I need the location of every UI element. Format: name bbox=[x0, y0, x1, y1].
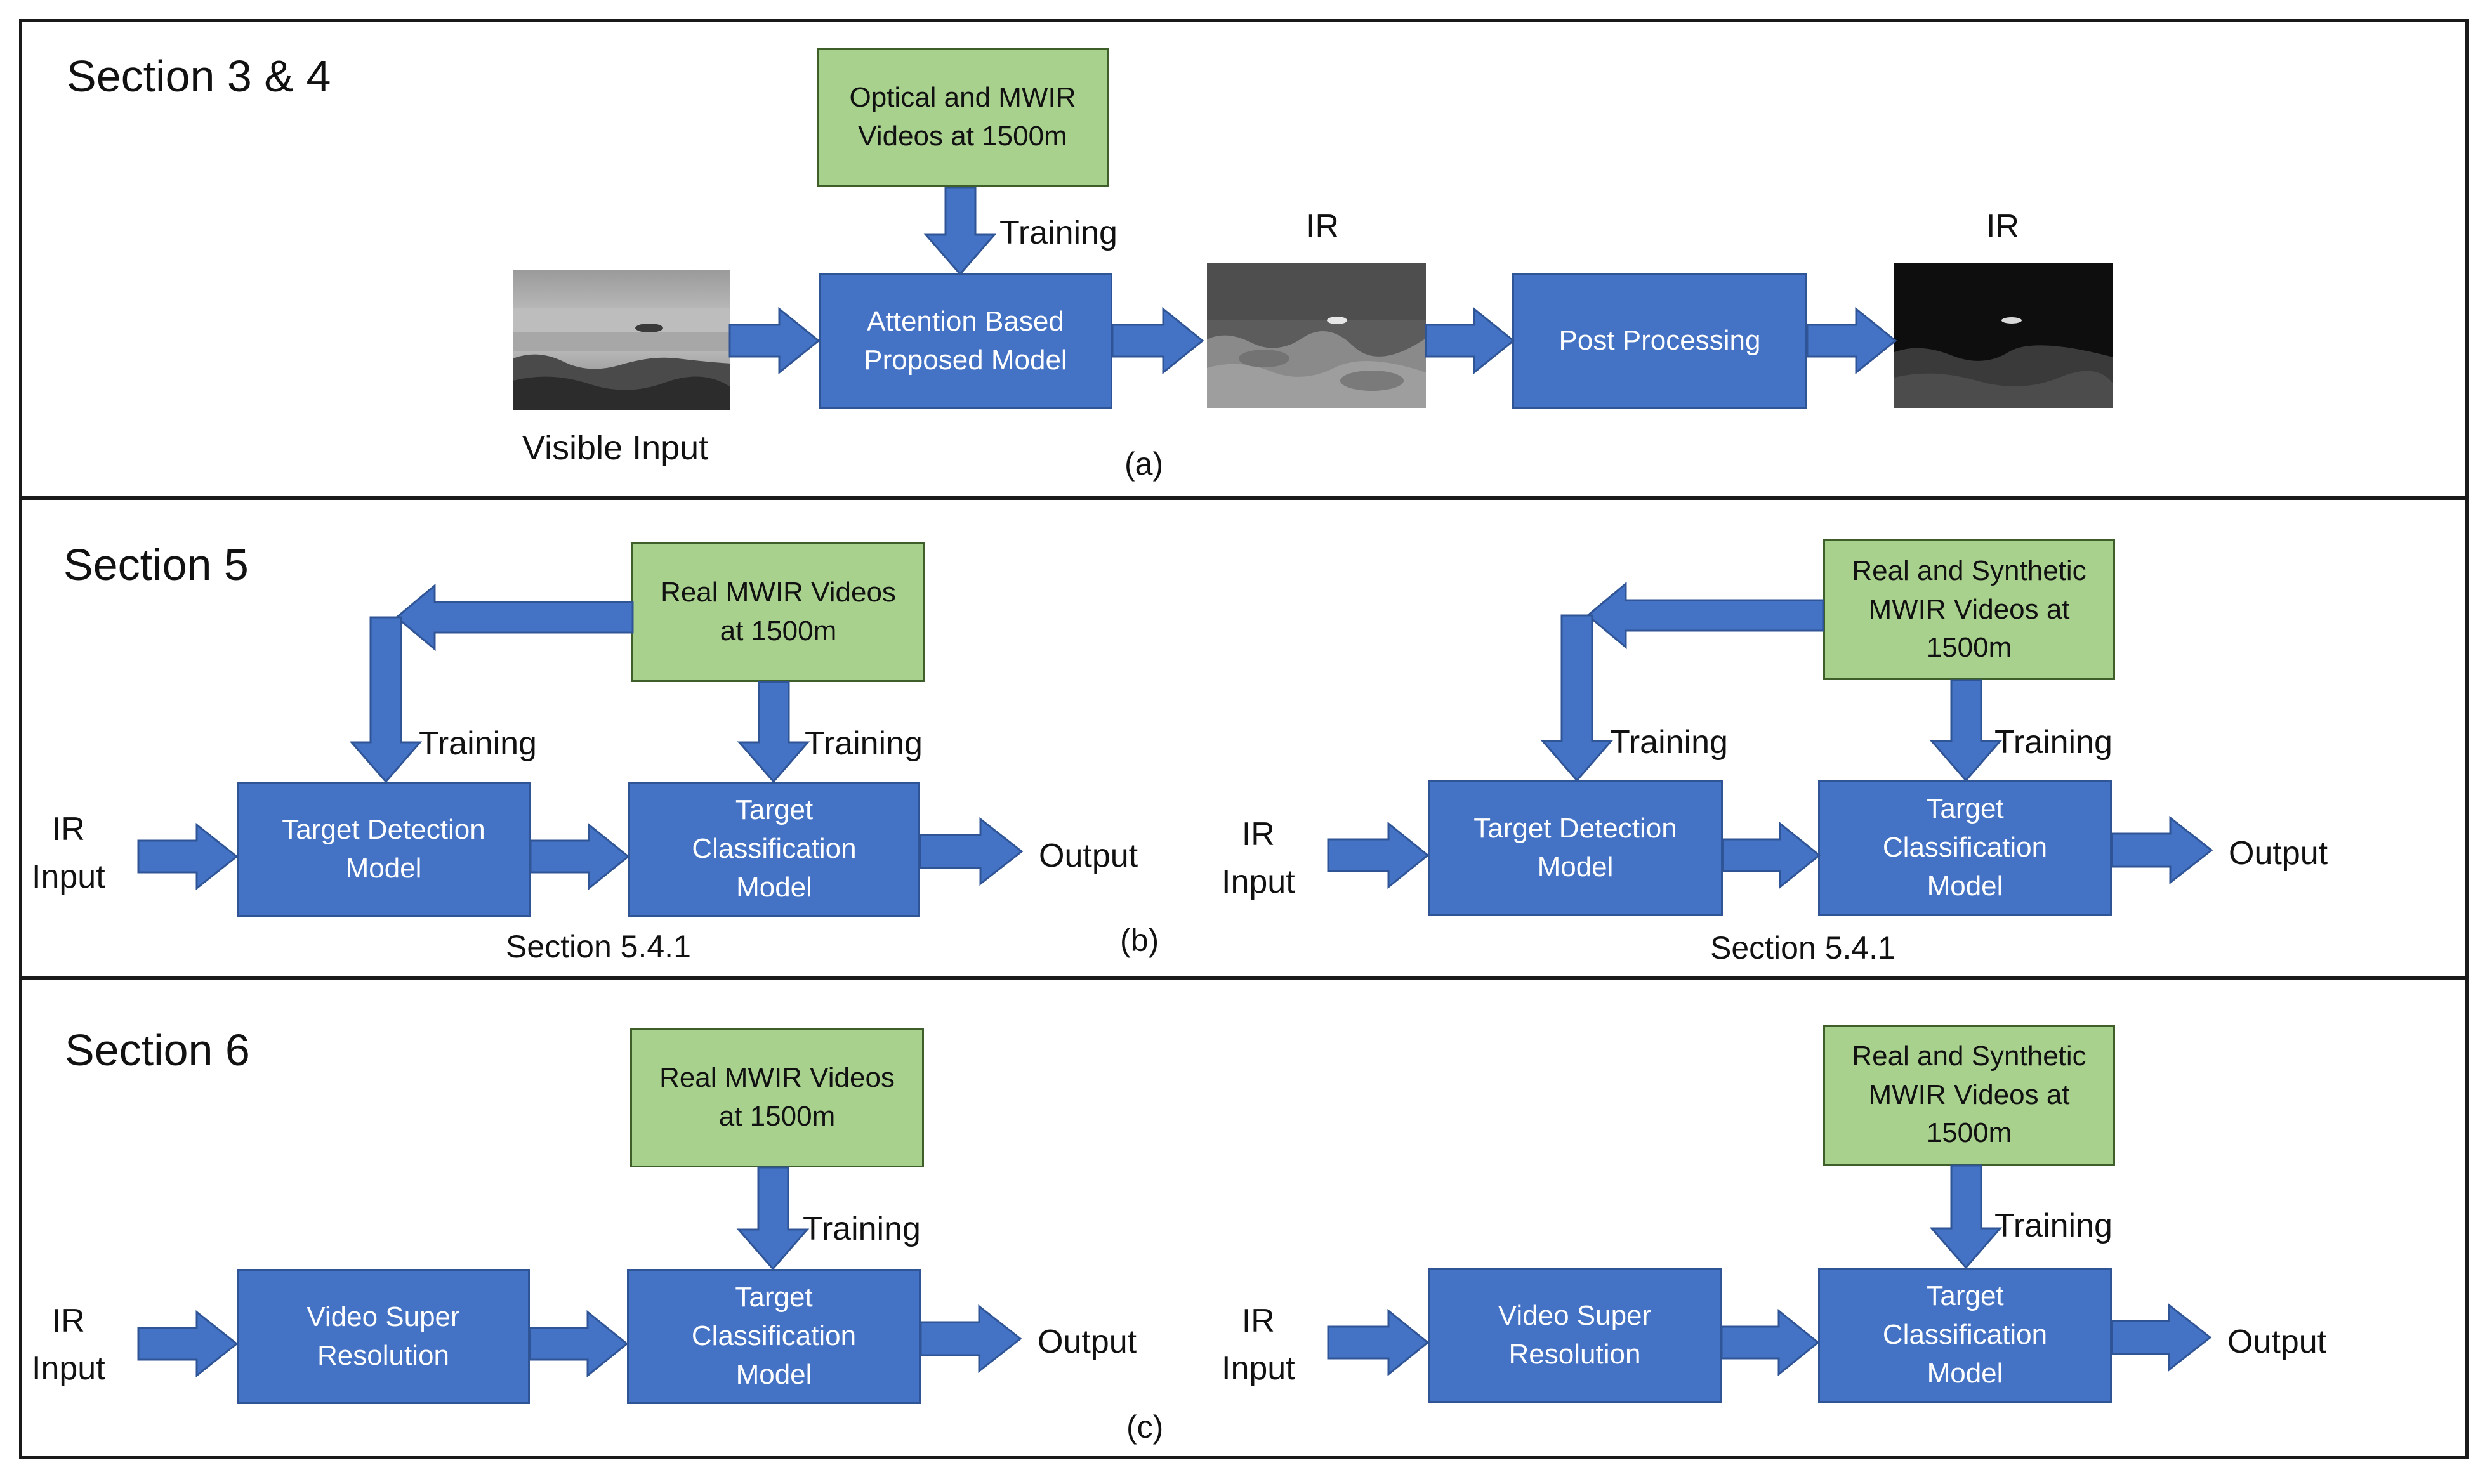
data-box-optical-mwir: Optical and MWIR Videos at 1500m bbox=[817, 48, 1109, 187]
visible-input-image bbox=[513, 270, 730, 410]
training-label-b-right-1: Training bbox=[1610, 724, 1728, 761]
output-label-c-right: Output bbox=[2227, 1323, 2327, 1360]
panel-a bbox=[19, 19, 2469, 499]
caption-b-right: Section 5.4.1 bbox=[1710, 930, 1895, 966]
post-processing-box: Post Processing bbox=[1512, 273, 1807, 409]
sub-label-a: (a) bbox=[1124, 446, 1164, 482]
training-label-c-right: Training bbox=[1994, 1207, 2113, 1244]
training-label-c-left: Training bbox=[803, 1211, 921, 1247]
data-box-real-synthetic-c-right: Real and Synthetic MWIR Videos at 1500m bbox=[1823, 1025, 2115, 1166]
ir-input-c-left: IR Input bbox=[32, 1303, 105, 1388]
video-super-resolution-box-c-left: Video Super Resolution bbox=[237, 1269, 530, 1404]
ir-input-b-left: IR Input bbox=[32, 811, 105, 896]
section-title-b: Section 5 bbox=[63, 540, 249, 589]
target-classification-box-b-right: Target Classification Model bbox=[1818, 780, 2112, 916]
ir-postprocessed-image bbox=[1894, 263, 2113, 408]
training-label-b-left-2: Training bbox=[805, 725, 923, 762]
visible-input-caption: Visible Input bbox=[522, 429, 709, 467]
data-box-real-synthetic-b-right: Real and Synthetic MWIR Videos at 1500m bbox=[1823, 539, 2115, 680]
video-super-resolution-box-c-right: Video Super Resolution bbox=[1428, 1268, 1722, 1403]
ir-input-c-right: IR Input bbox=[1222, 1303, 1295, 1388]
data-box-real-mwir-b-left: Real MWIR Videos at 1500m bbox=[631, 542, 925, 682]
training-label-b-left-1: Training bbox=[419, 725, 537, 762]
section-title-c: Section 6 bbox=[65, 1025, 250, 1075]
section-title-a: Section 3 & 4 bbox=[67, 51, 331, 101]
sub-label-c: (c) bbox=[1126, 1409, 1164, 1445]
data-box-real-mwir-c-left: Real MWIR Videos at 1500m bbox=[630, 1028, 924, 1167]
ir-output-image bbox=[1207, 263, 1426, 408]
attention-model-box: Attention Based Proposed Model bbox=[819, 273, 1112, 409]
output-label-b-right: Output bbox=[2229, 835, 2328, 872]
ir-label-2: IR bbox=[1986, 208, 2019, 245]
caption-b-left: Section 5.4.1 bbox=[506, 929, 691, 964]
training-label-b-right-2: Training bbox=[1994, 724, 2113, 761]
output-label-c-left: Output bbox=[1038, 1323, 1137, 1360]
ir-label-1: IR bbox=[1306, 208, 1339, 245]
ir-input-b-right: IR Input bbox=[1222, 816, 1295, 901]
target-detection-box-b-left: Target Detection Model bbox=[237, 782, 531, 917]
target-classification-box-c-right: Target Classification Model bbox=[1818, 1268, 2112, 1403]
target-detection-box-b-right: Target Detection Model bbox=[1428, 780, 1723, 916]
training-label-a: Training bbox=[999, 214, 1117, 251]
output-label-b-left: Output bbox=[1039, 837, 1138, 874]
target-classification-box-b-left: Target Classification Model bbox=[628, 782, 920, 917]
sub-label-b: (b) bbox=[1120, 923, 1159, 958]
target-classification-box-c-left: Target Classification Model bbox=[627, 1269, 921, 1404]
